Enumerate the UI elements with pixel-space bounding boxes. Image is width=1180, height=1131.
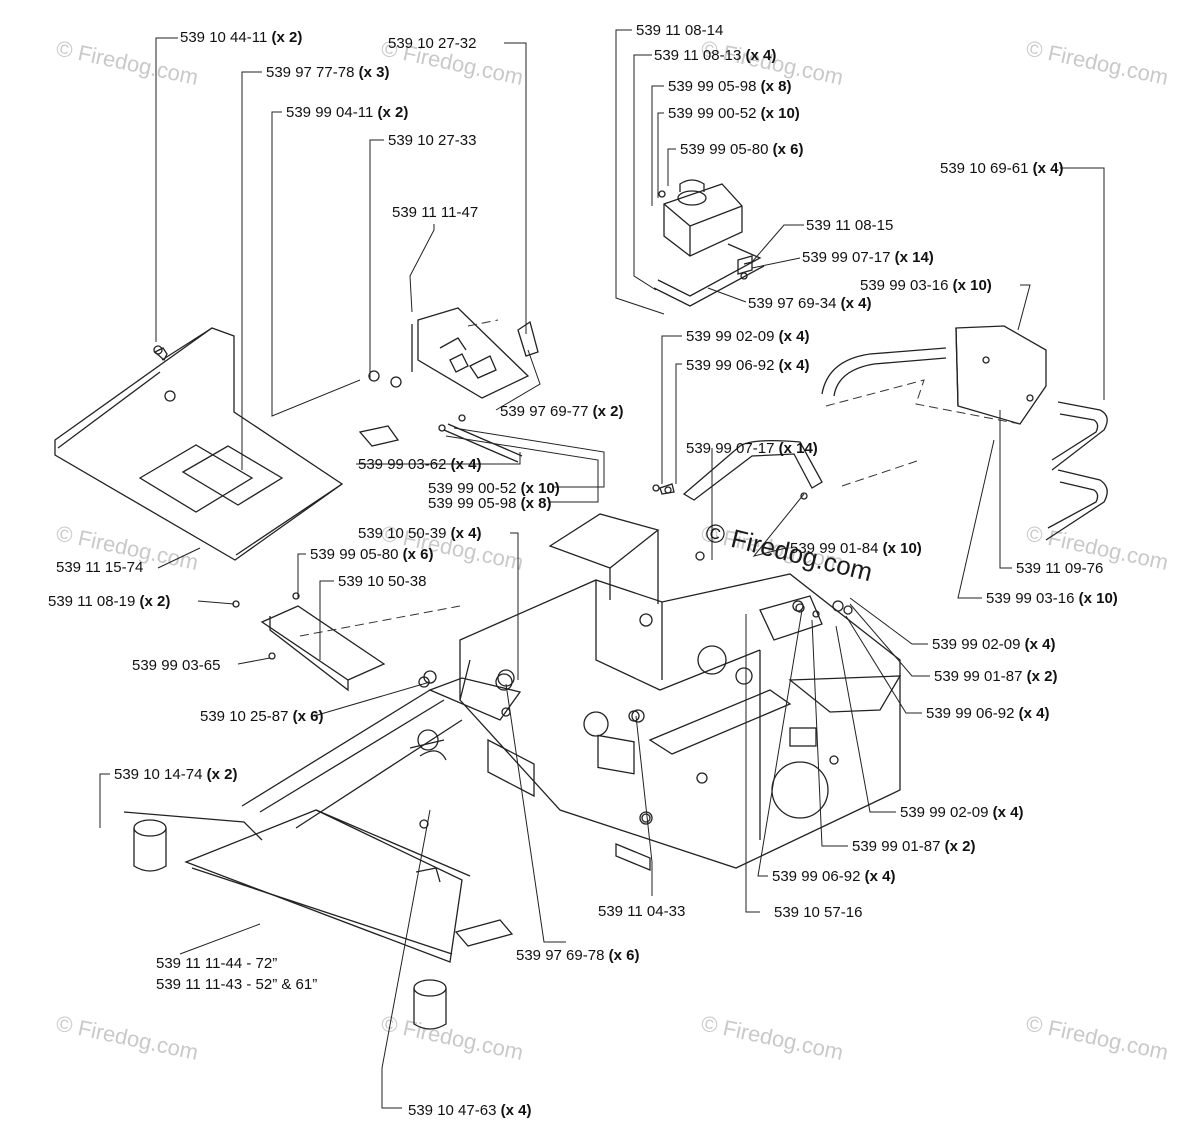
watermark: © Firedog.com — [54, 1010, 201, 1065]
part-label: 539 99 00-52 (x 10) — [668, 105, 800, 122]
part-label: 539 10 27-33 — [388, 132, 476, 149]
part-label: 539 97 77-78 (x 3) — [266, 64, 389, 81]
part-label: 539 11 08-14 — [636, 22, 723, 39]
part-label: 539 99 03-16 (x 10) — [986, 590, 1118, 607]
watermark: © Firedog.com — [699, 1010, 846, 1065]
part-label: 539 11 09-76 — [1016, 560, 1103, 577]
part-label: 539 11 04-33 — [598, 903, 685, 920]
part-label: 539 10 47-63 (x 4) — [408, 1102, 531, 1119]
part-label: 539 99 06-92 (x 4) — [926, 705, 1049, 722]
front-deck-panel — [184, 809, 514, 963]
part-label: 539 11 11-44 - 72” — [156, 955, 277, 972]
rear-bracket — [232, 592, 461, 692]
part-label: 539 99 05-98 (x 8) — [428, 495, 551, 512]
part-label: 539 99 04-11 (x 2) — [286, 104, 408, 121]
part-label: 539 11 15-74 — [56, 559, 143, 576]
part-label: 539 10 44-11 (x 2) — [180, 29, 302, 46]
part-label: 539 10 57-16 — [774, 904, 862, 921]
part-label: 539 99 03-16 (x 10) — [860, 277, 992, 294]
part-label: 539 11 08-13 (x 4) — [654, 47, 776, 64]
fender-plate — [821, 325, 1047, 487]
part-label: 539 99 01-84 (x 10) — [790, 540, 922, 557]
part-label: 539 11 11-43 - 52” & 61” — [156, 976, 317, 993]
watermark: © Firedog.com — [1024, 1010, 1171, 1065]
part-label: 539 10 25-87 (x 6) — [200, 708, 323, 725]
part-label: 539 97 69-77 (x 2) — [500, 403, 623, 420]
part-label: 539 10 50-39 (x 4) — [358, 525, 481, 542]
watermark: © Firedog.com — [1024, 35, 1171, 90]
part-label: 539 10 69-61 (x 4) — [940, 160, 1063, 177]
center-watermark: © Firedog.com — [703, 517, 876, 587]
part-label: 539 99 02-09 (x 4) — [900, 804, 1023, 821]
front-frame — [123, 673, 522, 1030]
part-label: 539 11 08-15 — [806, 217, 893, 234]
part-label: 539 99 05-98 (x 8) — [668, 78, 791, 95]
part-label: 539 97 69-34 (x 4) — [748, 295, 871, 312]
part-label: 539 99 05-80 (x 6) — [680, 141, 803, 158]
part-label: 539 99 07-17 (x 14) — [802, 249, 934, 266]
part-labels: 539 10 44-11 (x 2) 539 97 77-78 (x 3) 53… — [48, 22, 1118, 1119]
part-label: 539 99 01-87 (x 2) — [934, 668, 1057, 685]
part-label: 539 99 07-17 (x 14) — [686, 440, 818, 457]
floor-pan — [54, 327, 344, 561]
watermark: © Firedog.com — [379, 1010, 526, 1065]
part-label: 539 11 08-19 (x 2) — [48, 593, 170, 610]
part-label: 539 97 69-78 (x 6) — [516, 947, 639, 964]
seat-rods — [438, 414, 523, 463]
leader-lines — [99, 29, 1105, 1109]
roll-bar-loops — [1045, 401, 1108, 541]
seat-bracket — [358, 307, 539, 447]
watermark: © Firedog.com — [54, 35, 201, 90]
part-label: 539 99 01-87 (x 2) — [852, 838, 975, 855]
part-label: 539 99 02-09 (x 4) — [932, 636, 1055, 653]
hardware-small — [419, 261, 853, 829]
part-label: 539 11 11-47 — [392, 204, 478, 221]
part-label: 539 10 50-38 — [338, 573, 426, 590]
parts-drawing: 539 10 44-11 (x 2) 539 97 77-78 (x 3) 53… — [48, 22, 1118, 1119]
part-label: 539 99 00-52 (x 10) — [428, 480, 560, 497]
part-label: 539 10 14-74 (x 2) — [114, 766, 237, 783]
hydraulic-tank — [653, 179, 765, 307]
part-label: 539 10 27-32 — [388, 35, 476, 52]
part-label: 539 99 02-09 (x 4) — [686, 328, 809, 345]
part-label: 539 99 06-92 (x 4) — [772, 868, 895, 885]
part-label: 539 99 05-80 (x 6) — [310, 546, 433, 563]
part-label: 539 99 06-92 (x 4) — [686, 357, 809, 374]
part-label: 539 99 03-65 — [132, 657, 220, 674]
part-label: 539 99 03-62 (x 4) — [358, 456, 481, 473]
